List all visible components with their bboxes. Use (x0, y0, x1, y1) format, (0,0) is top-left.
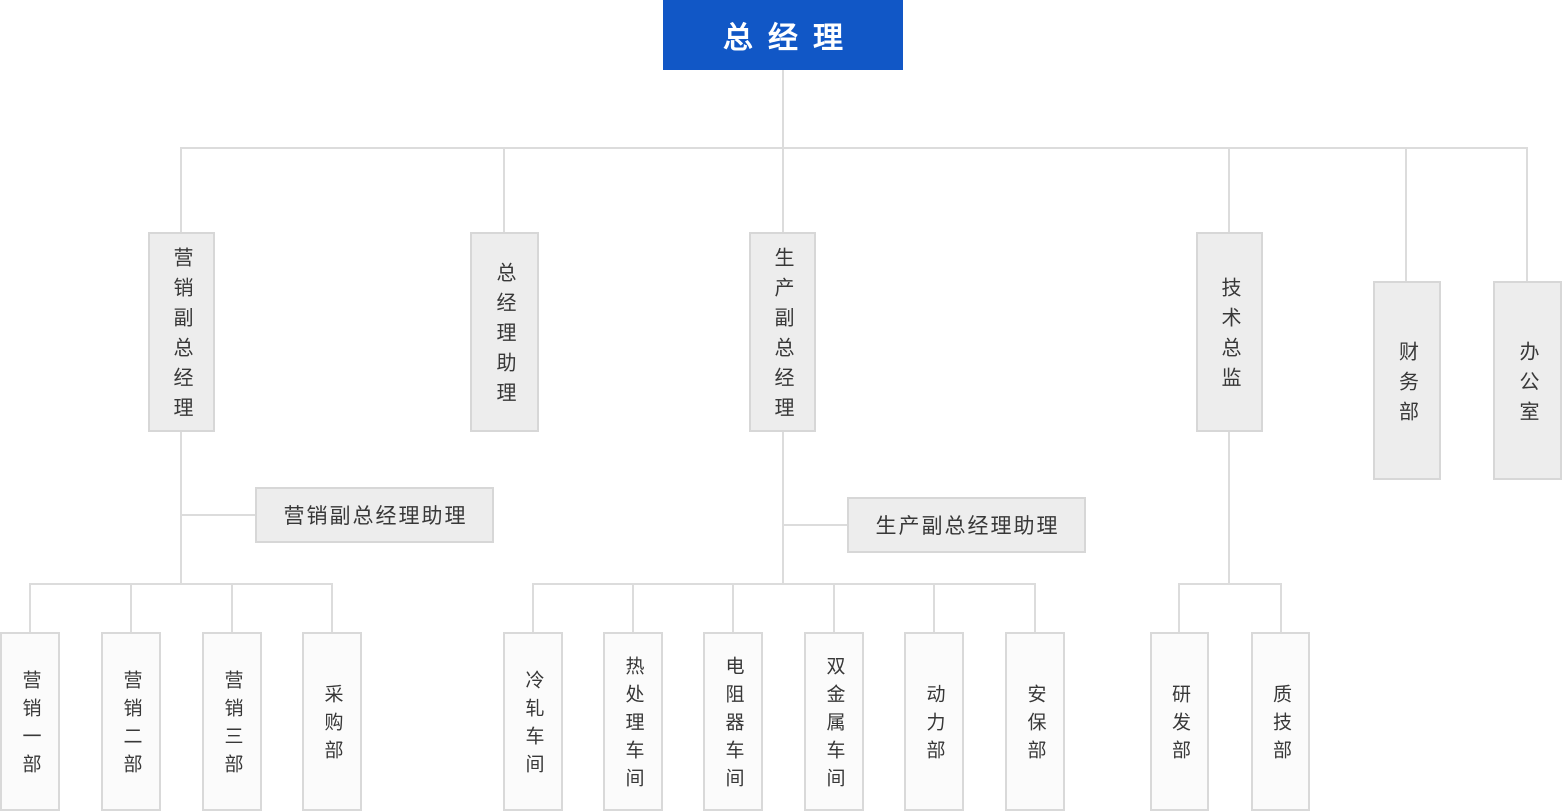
connector-drop-marketing-3 (231, 583, 233, 633)
connector-drop-marketing-1 (29, 583, 31, 633)
connector-drop-quality (1280, 583, 1282, 633)
node-bimetal-workshop: 双金属车间 (804, 632, 864, 811)
node-power-dept: 动力部 (904, 632, 964, 811)
connector-root-stem (782, 70, 784, 148)
node-production-vp: 生产副总经理 (749, 232, 816, 432)
connector-marketing-assistant-link (180, 514, 256, 516)
node-general-manager: 总经理 (663, 0, 903, 70)
node-cold-rolling-workshop: 冷轧车间 (503, 632, 563, 811)
connector-drop-production-vp (782, 147, 784, 233)
node-resistor-workshop: 电阻器车间 (703, 632, 763, 811)
connector-tech-stem (1228, 431, 1230, 584)
connector-drop-office (1526, 147, 1528, 282)
connector-drop-resistor (732, 583, 734, 633)
connector-production-assistant-link (782, 524, 848, 526)
node-security-dept: 安保部 (1005, 632, 1065, 811)
node-tech-director: 技术总监 (1196, 232, 1263, 432)
connector-production-stem (782, 431, 784, 584)
connector-drop-power (933, 583, 935, 633)
node-marketing-dept-1: 营销一部 (0, 632, 60, 811)
node-gm-assistant: 总经理助理 (470, 232, 539, 432)
node-marketing-vp: 营销副总经理 (148, 232, 215, 432)
node-finance-dept: 财务部 (1373, 281, 1441, 480)
node-rd-dept: 研发部 (1150, 632, 1209, 811)
node-marketing-dept-2: 营销二部 (101, 632, 161, 811)
node-purchasing-dept: 采购部 (302, 632, 362, 811)
node-office: 办公室 (1493, 281, 1562, 480)
node-quality-tech-dept: 质技部 (1251, 632, 1310, 811)
connector-drop-bimetal (833, 583, 835, 633)
connector-drop-rd (1178, 583, 1180, 633)
connector-drop-tech-director (1228, 147, 1230, 233)
node-marketing-vp-assistant: 营销副总经理助理 (255, 487, 494, 543)
connector-drop-marketing-2 (130, 583, 132, 633)
connector-marketing-rail (29, 583, 333, 585)
connector-drop-finance (1405, 147, 1407, 282)
connector-drop-purchasing (331, 583, 333, 633)
connector-level2-rail (180, 147, 1528, 149)
node-marketing-dept-3: 营销三部 (202, 632, 262, 811)
connector-marketing-stem (180, 431, 182, 584)
connector-tech-rail (1178, 583, 1282, 585)
connector-drop-gm-assistant (503, 147, 505, 233)
connector-production-rail (532, 583, 1036, 585)
node-production-vp-assistant: 生产副总经理助理 (847, 497, 1086, 553)
connector-drop-cold-rolling (532, 583, 534, 633)
node-heat-treatment-workshop: 热处理车间 (603, 632, 663, 811)
connector-drop-marketing-vp (180, 147, 182, 233)
connector-drop-security (1034, 583, 1036, 633)
connector-drop-heat-treatment (632, 583, 634, 633)
